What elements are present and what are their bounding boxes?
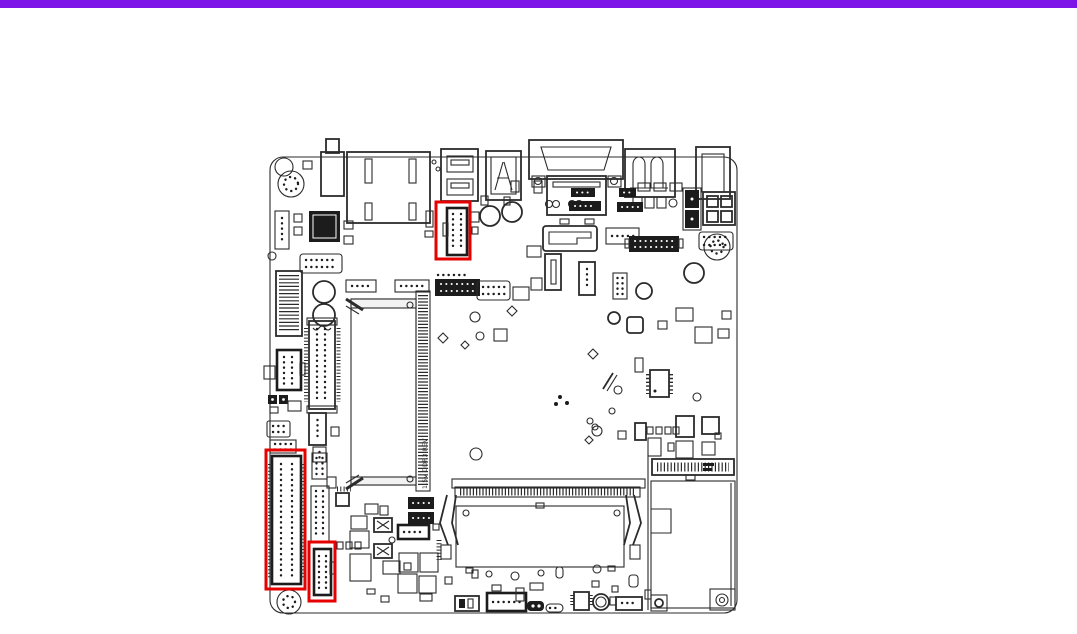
mid-connector-row bbox=[526, 245, 653, 300]
tall-pin-connector bbox=[268, 454, 305, 586]
top-right-smd-cluster bbox=[617, 182, 734, 344]
highlight-annotations bbox=[264, 200, 472, 603]
top-left-cluster bbox=[267, 210, 354, 274]
window-accent-bar bbox=[0, 0, 1077, 8]
vga-port bbox=[528, 139, 624, 225]
fpc-connector bbox=[624, 236, 684, 252]
bottom-edge-row bbox=[382, 195, 652, 613]
highlight-box-bottom-header bbox=[307, 540, 337, 603]
highlight-box-top-header bbox=[434, 200, 472, 261]
sodimm-socket-vertical: 1.5V DDR3 REV bbox=[345, 290, 431, 492]
sata-connector bbox=[542, 225, 598, 252]
board-outline bbox=[269, 156, 738, 614]
left-jumper-cluster bbox=[266, 395, 340, 463]
usb-port-single bbox=[485, 150, 522, 201]
lvds-connector bbox=[304, 317, 341, 414]
center-smd-parts bbox=[437, 305, 616, 461]
front-panel-pin-header bbox=[424, 206, 480, 277]
bottom-left-cluster bbox=[349, 497, 442, 603]
usb-pin-header bbox=[312, 547, 335, 597]
mounting-hole-top-right bbox=[703, 233, 731, 261]
minipcie-bay bbox=[647, 455, 736, 612]
audio-jack bbox=[320, 138, 345, 197]
mounting-hole-bottom-left bbox=[276, 589, 302, 615]
sodimm-socket-bottom bbox=[439, 478, 646, 574]
power-connector-2x2 bbox=[682, 187, 736, 231]
left-edge-connector bbox=[275, 270, 303, 337]
box-header-2x5-left bbox=[263, 348, 306, 392]
header-row-center bbox=[345, 279, 530, 301]
left-mid-headers bbox=[310, 452, 396, 550]
right-center-cluster bbox=[586, 311, 722, 459]
capacitors-mid-top bbox=[479, 180, 601, 227]
highlight-box-left-connector bbox=[264, 448, 307, 591]
mounting-hole-top-left bbox=[274, 157, 313, 198]
capacitors-left bbox=[312, 280, 336, 331]
lan-port bbox=[346, 151, 441, 224]
dimm-socket-label: 1.5V DDR3 REV bbox=[422, 438, 429, 489]
